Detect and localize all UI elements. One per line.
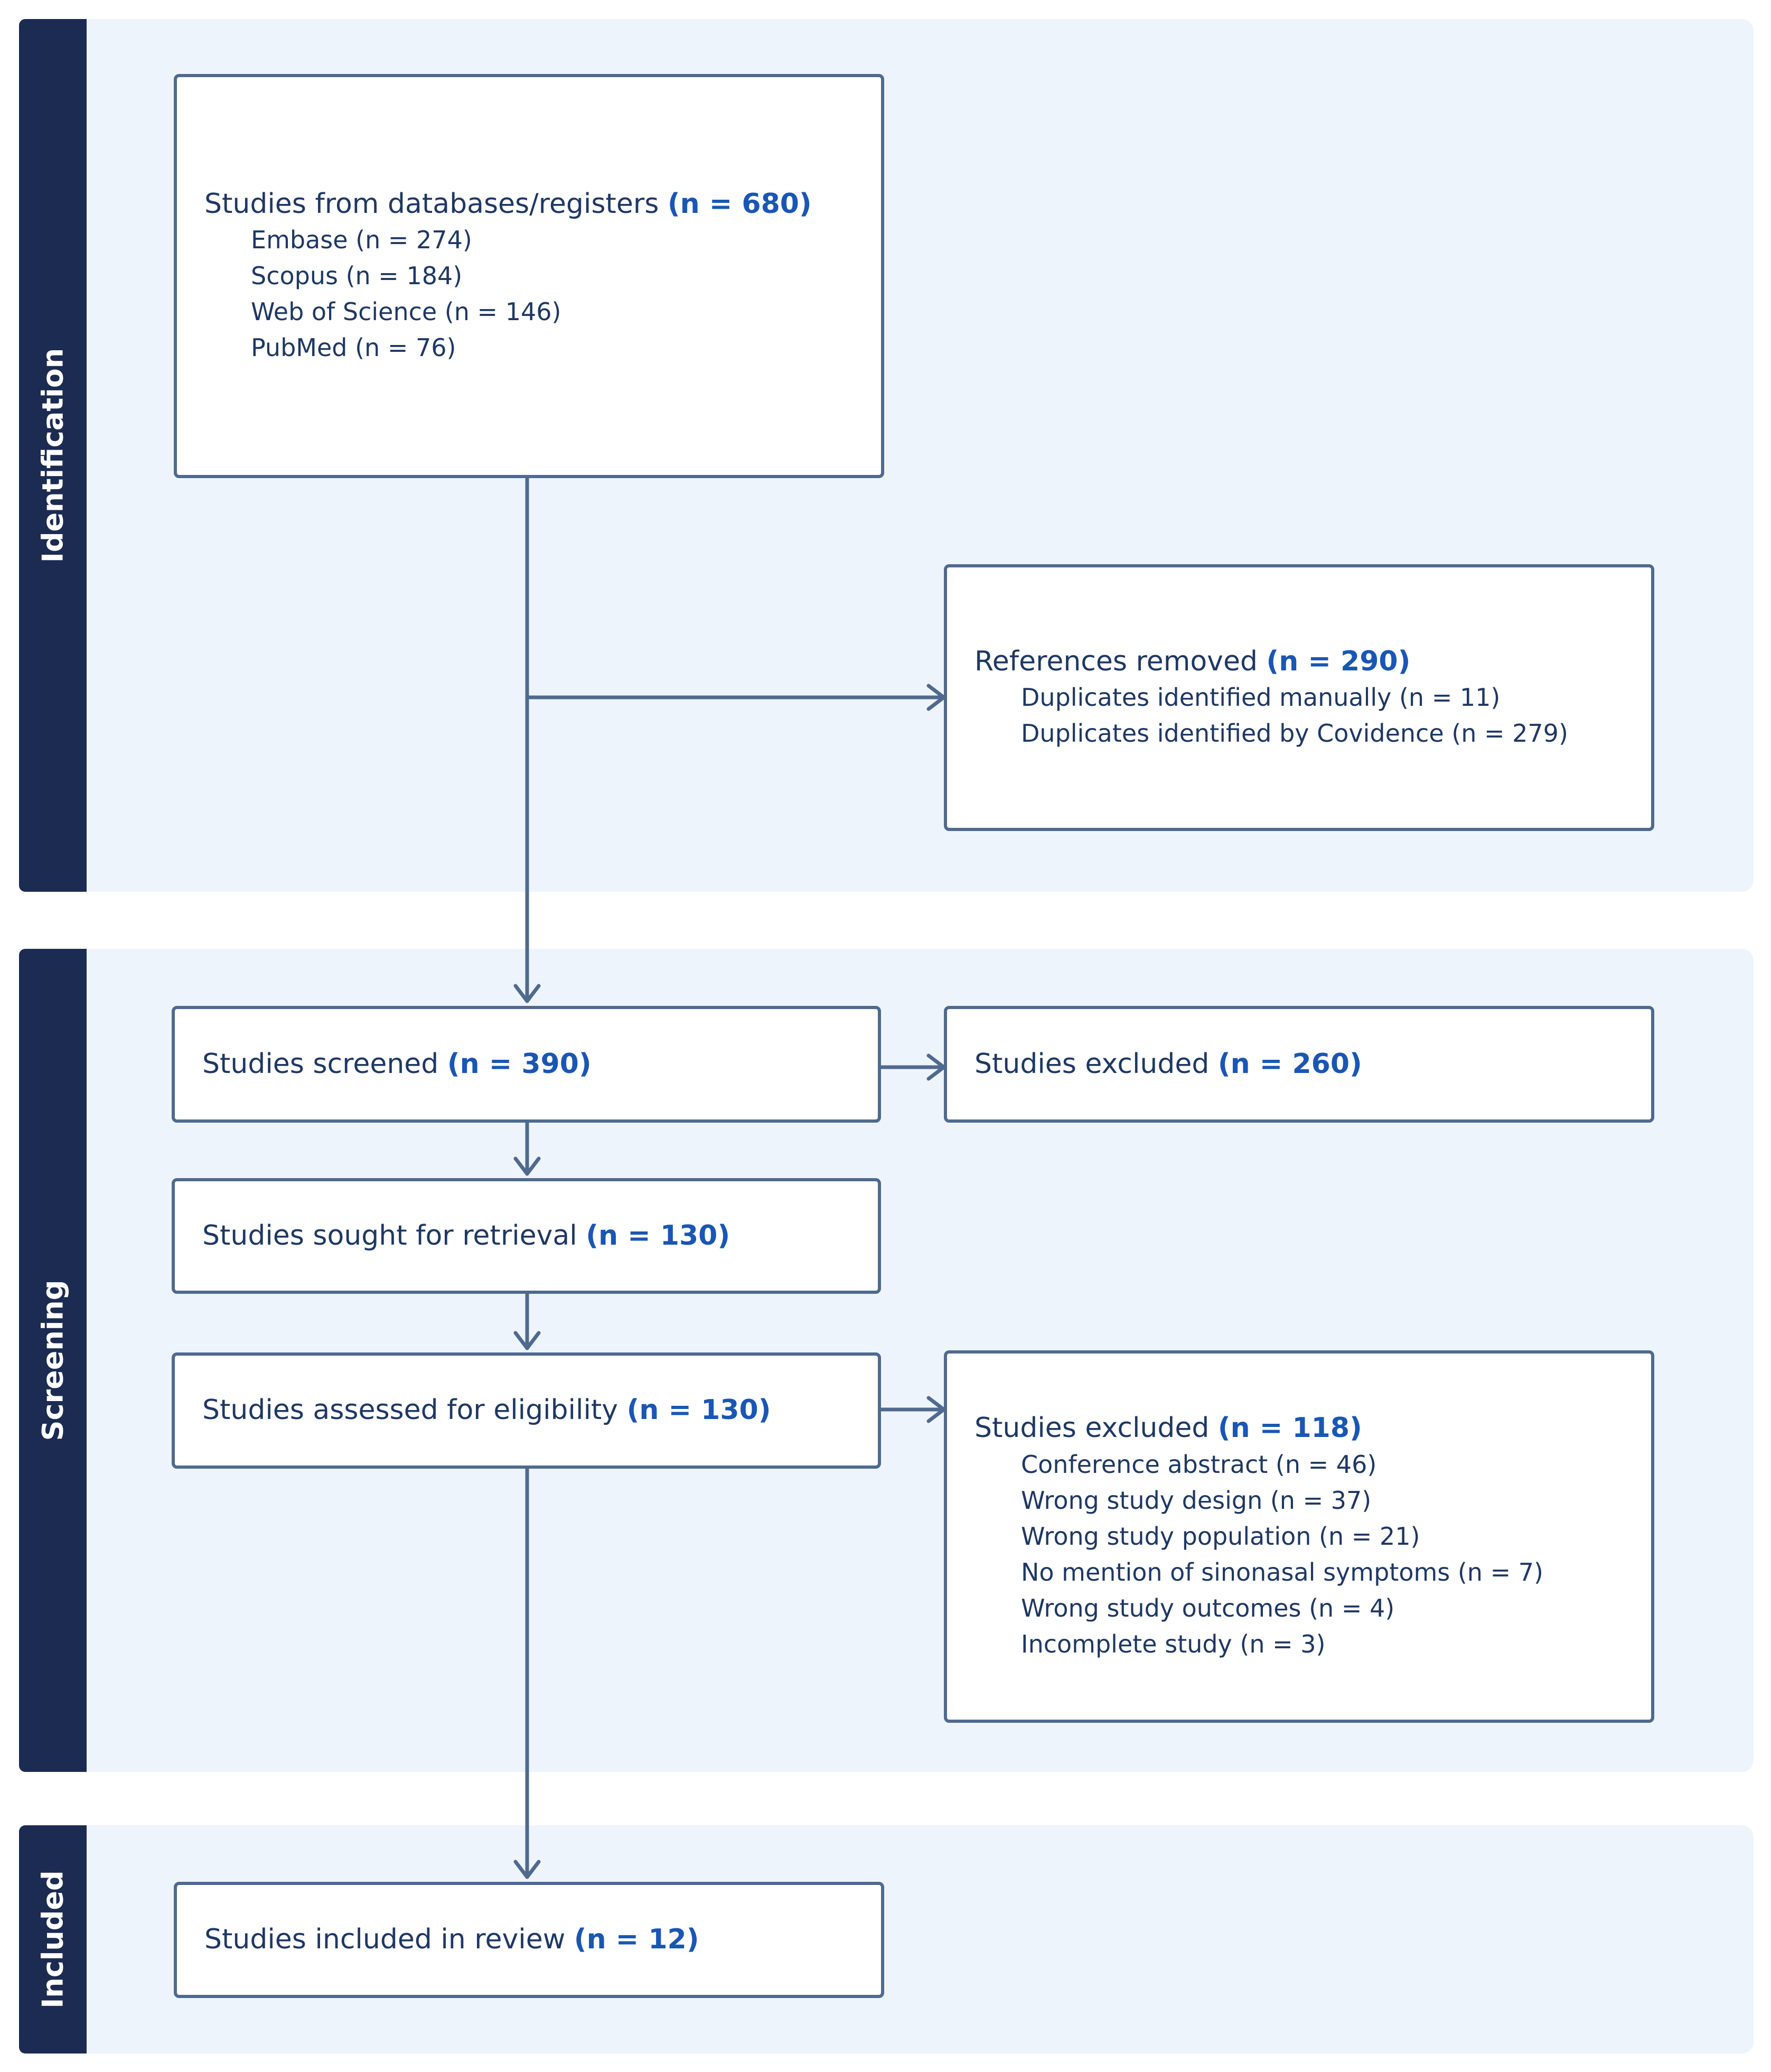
- duplicates-manual: Duplicates identified manually (n = 11): [1021, 683, 1501, 712]
- references-removed-label: References removed: [974, 645, 1267, 677]
- screening-excluded-label: Studies excluded: [974, 1048, 1218, 1080]
- identification-records-count: (n = 680): [667, 188, 812, 220]
- identification-records-label: Studies from databases/registers: [204, 188, 668, 220]
- screening-excluded-count: (n = 260): [1217, 1048, 1362, 1080]
- references-removed-box: References removed (n = 290) Duplicates …: [944, 564, 1654, 831]
- eligibility-box: Studies assessed for eligibility (n = 13…: [172, 1352, 881, 1469]
- studies-screened-title: Studies screened (n = 390): [202, 1047, 878, 1082]
- eligibility-label: Studies assessed for eligibility: [202, 1394, 627, 1426]
- identification-stage-label: Identification: [36, 348, 70, 563]
- included-stage-label: Included: [36, 1870, 70, 2009]
- retrieval-label: Studies sought for retrieval: [202, 1219, 586, 1252]
- identification-records-title: Studies from databases/registers (n = 68…: [204, 186, 881, 222]
- reason-wrong-study-outcomes: Wrong study outcomes (n = 4): [1021, 1594, 1395, 1623]
- retrieval-title: Studies sought for retrieval (n = 130): [202, 1218, 878, 1254]
- references-removed-title: References removed (n = 290): [974, 644, 1651, 680]
- retrieval-box: Studies sought for retrieval (n = 130): [172, 1178, 881, 1294]
- retrieval-count: (n = 130): [586, 1219, 730, 1252]
- screening-excluded-box: Studies excluded (n = 260): [944, 1006, 1654, 1123]
- reason-wrong-study-population: Wrong study population (n = 21): [1021, 1522, 1420, 1551]
- duplicates-covidence: Duplicates identified by Covidence (n = …: [1021, 719, 1568, 748]
- studies-screened-label: Studies screened: [202, 1048, 447, 1080]
- eligibility-count: (n = 130): [626, 1394, 771, 1426]
- included-title: Studies included in review (n = 12): [204, 1922, 881, 1958]
- eligibility-excluded-box: Studies excluded (n = 118) Conference ab…: [944, 1350, 1654, 1723]
- included-count: (n = 12): [574, 1924, 699, 1956]
- reason-wrong-study-design: Wrong study design (n = 37): [1021, 1486, 1372, 1515]
- source-scopus: Scopus (n = 184): [251, 262, 463, 291]
- eligibility-excluded-count: (n = 118): [1217, 1412, 1362, 1444]
- included-label: Studies included in review: [204, 1924, 574, 1956]
- included-box: Studies included in review (n = 12): [174, 1882, 884, 1998]
- source-web-of-science: Web of Science (n = 146): [251, 297, 561, 326]
- included-stage-band: Included: [19, 1825, 87, 2054]
- identification-stage-band: Identification: [19, 19, 87, 892]
- studies-screened-count: (n = 390): [447, 1048, 592, 1080]
- eligibility-title: Studies assessed for eligibility (n = 13…: [202, 1393, 878, 1429]
- screening-stage-label: Screening: [36, 1280, 70, 1441]
- reason-incomplete-study: Incomplete study (n = 3): [1021, 1630, 1326, 1659]
- studies-screened-box: Studies screened (n = 390): [172, 1006, 881, 1123]
- reason-conference-abstract: Conference abstract (n = 46): [1021, 1450, 1377, 1479]
- identification-records-box: Studies from databases/registers (n = 68…: [174, 74, 884, 478]
- references-removed-count: (n = 290): [1266, 645, 1411, 677]
- screening-stage-band: Screening: [19, 949, 87, 1772]
- source-embase: Embase (n = 274): [251, 226, 472, 255]
- reason-no-sinonasal-symptoms: No mention of sinonasal symptoms (n = 7): [1021, 1558, 1543, 1587]
- screening-excluded-title: Studies excluded (n = 260): [974, 1047, 1651, 1082]
- eligibility-excluded-label: Studies excluded: [974, 1412, 1218, 1444]
- eligibility-excluded-title: Studies excluded (n = 118): [974, 1411, 1651, 1446]
- source-pubmed: PubMed (n = 76): [251, 333, 456, 362]
